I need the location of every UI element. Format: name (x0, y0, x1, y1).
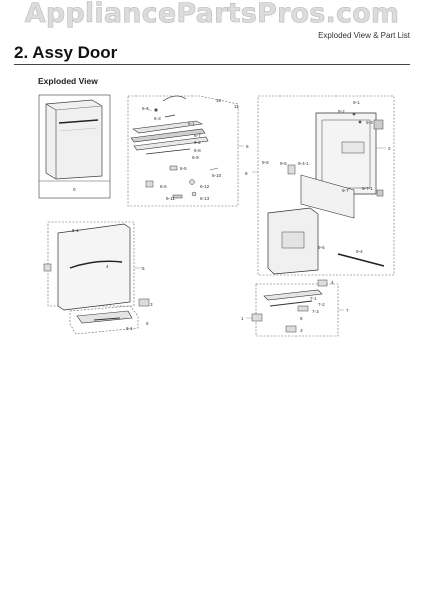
label-3: 3 (150, 302, 153, 307)
label-6-1-left: 6-1 (126, 326, 133, 331)
label-10: 10 (216, 98, 222, 103)
label-9-4: 9-4 (356, 249, 363, 254)
title-rule (14, 64, 410, 65)
label-9-4-1: 9-4-1 (298, 161, 309, 166)
door-panel-group: 5-1 4 5 3 6 6-1 (43, 221, 153, 335)
label-6-8: 6-8 (194, 148, 201, 153)
watermark-logo: AppliancePartsPros.com (24, 0, 400, 29)
label-11: 11 (234, 104, 239, 109)
door-frame-group: 9-1 9-2 9-3 2 9-8 9-6 9-4-1 9 9-7 9-7-1 … (245, 95, 395, 276)
hinge-latch-group: 4 7-1 7-2 7-3 7 8 1 3 (241, 279, 349, 337)
label-4-right: 4 (331, 280, 334, 285)
label-4: 4 (106, 264, 109, 269)
label-7-2: 7-2 (318, 302, 325, 307)
label-9-7: 9-7 (342, 188, 349, 193)
section-title: 2. Assy Door (14, 43, 118, 62)
label-2: 2 (388, 146, 391, 151)
label-9-1: 9-1 (353, 100, 360, 105)
label-6-2: 6-2 (194, 140, 201, 145)
label-6-10: 6-10 (212, 173, 222, 178)
label-5-1: 5-1 (72, 228, 79, 233)
control-panel-parts-group: 10 11 6-4 6-3 6-1 6-7 6-2 6-8 6-9 6 6-5 … (127, 95, 249, 207)
label-6-7: 6-7 (194, 133, 201, 138)
label-1: 1 (241, 316, 244, 321)
label-9-8: 9-8 (262, 160, 269, 165)
label-5: 5 (142, 266, 145, 271)
label-6-3: 6-3 (154, 116, 161, 121)
exploded-view-subtitle: Exploded View (38, 76, 98, 86)
label-6-4: 6-4 (142, 106, 149, 111)
label-6-1: 6-1 (188, 121, 195, 126)
label-9-5: 9-5 (318, 245, 325, 250)
inset-dishwasher-assembly: 0 (38, 94, 111, 199)
label-0: 0 (73, 187, 76, 192)
label-7-1: 7-1 (310, 296, 317, 301)
label-6-13: 6-13 (200, 196, 210, 201)
label-6: 6 (246, 144, 249, 149)
label-9-6: 9-6 (280, 161, 287, 166)
label-9: 9 (245, 171, 248, 176)
label-8: 8 (300, 316, 303, 321)
label-7-3: 7-3 (312, 309, 319, 314)
label-9-2: 9-2 (338, 109, 345, 114)
header-right: Exploded View & Part List (318, 31, 410, 40)
label-6-6: 6-6 (160, 184, 167, 189)
label-9-7-1: 9-7-1 (362, 186, 373, 191)
label-7: 7 (346, 308, 349, 313)
label-6-5: 6-5 (180, 166, 187, 171)
label-6-9: 6-9 (192, 155, 199, 160)
label-6-11: 6-11 (166, 196, 175, 201)
label-6-12: 6-12 (200, 184, 210, 189)
label-6-left: 6 (146, 321, 149, 326)
label-9-3: 9-3 (366, 120, 373, 125)
label-3-right: 3 (300, 328, 303, 333)
